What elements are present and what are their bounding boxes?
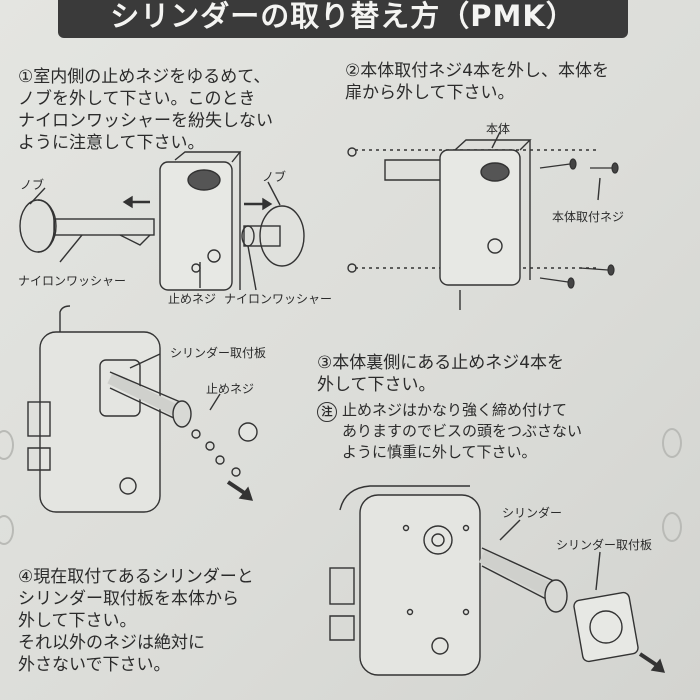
step3-note: 止めネジはかなり強く締め付けて ありますのでビスの頭をつぶさない ように慎重に外… [342, 401, 583, 461]
label-nylon-washer-left: ナイロンワッシャー [18, 274, 127, 288]
page-title: シリンダーの取り替え方（PMK） [110, 0, 576, 33]
label-nylon-washer-right: ナイロンワッシャー [224, 292, 333, 306]
label-body: 本体 [486, 122, 511, 136]
binder-ring-top [662, 428, 682, 458]
step4-lock-drawing [329, 485, 666, 676]
label-knob-left: ノブ [20, 178, 45, 192]
label-cylinder: シリンダー [502, 506, 563, 520]
title-banner [58, 0, 628, 38]
step4-text: ④現在取付てあるシリンダーと シリンダー取付板を本体から 外して下さい。 それ以… [18, 567, 254, 675]
step3-lock-drawing [27, 305, 258, 513]
binder-ring-left-bottom [0, 515, 14, 545]
label-set-screw-3: 止めネジ [206, 382, 255, 396]
label-knob-right: ノブ [262, 170, 287, 184]
caution-icon: 注 [317, 402, 337, 422]
binder-ring-bottom [662, 512, 682, 542]
label-cylinder-plate-3: シリンダー取付板 [170, 346, 267, 360]
label-cylinder-plate-4: シリンダー取付板 [556, 538, 653, 552]
step3-text: ③本体裏側にある止めネジ4本を 外して下さい。 [317, 353, 565, 395]
step2-text: ②本体取付ネジ4本を外し、本体を 扉から外して下さい。 [345, 61, 610, 103]
step1-text: ①室内側の止めネジをゆるめて、 ノブを外して下さい。このとき ナイロンワッシャー… [18, 67, 273, 153]
label-body-screw: 本体取付ネジ [552, 210, 625, 224]
step2-lock-drawing [347, 131, 619, 310]
step1-lock-drawing [19, 151, 305, 291]
label-set-screw-1: 止めネジ [168, 292, 217, 306]
binder-ring-left-top [0, 430, 14, 460]
